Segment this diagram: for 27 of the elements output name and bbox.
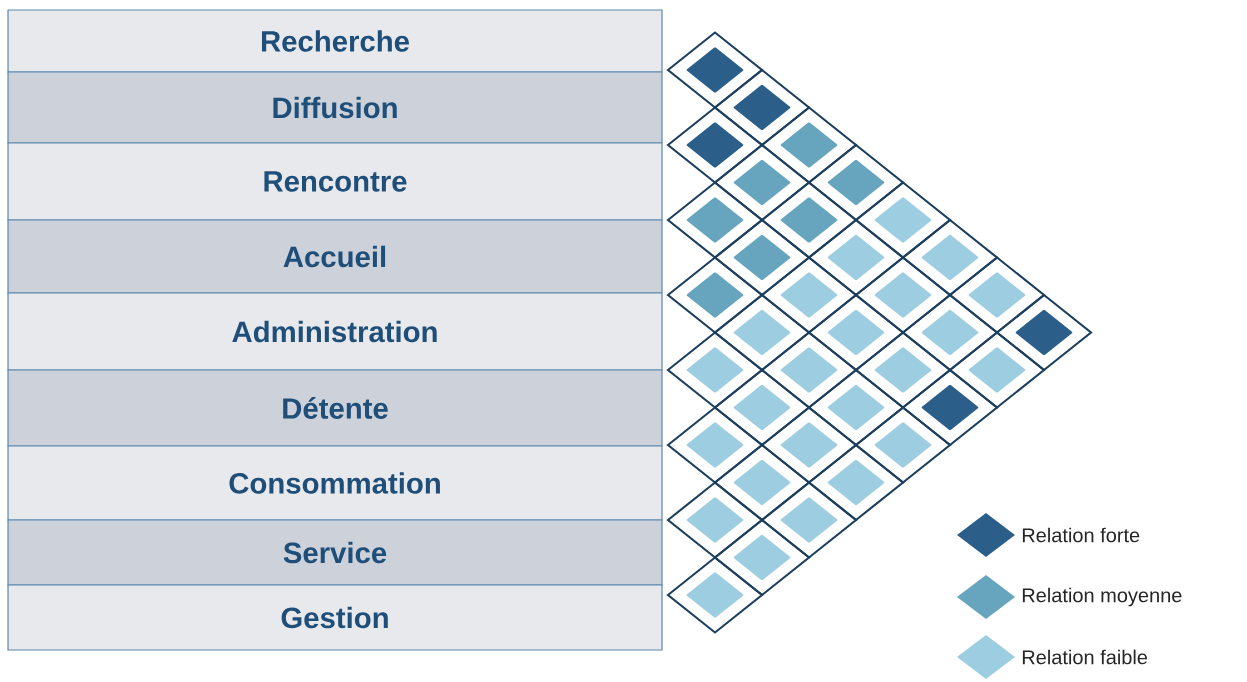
diamond-cell [901,368,999,447]
diamond-cell [666,406,764,484]
row-label-box: Administration [7,292,663,371]
row-label-box: Détente [7,369,663,447]
diamond-cell [666,106,764,184]
row-label-box: Consommation [7,445,663,521]
row-label-box: Recherche [7,9,663,73]
row-label-box: Gestion [7,584,663,651]
row-label-box: Service [7,519,663,586]
diamond-cell [854,406,952,484]
legend-label: Relation forte [1022,527,1140,543]
diamond-cell [948,331,1046,409]
diamond-cell [666,181,764,259]
diamond-cell [666,31,764,109]
legend-label: Relation moyenne [1022,587,1182,607]
diamond-cell [666,481,764,559]
row-label-box: Accueil [7,219,663,294]
diamond-cell [760,481,858,559]
diamond-cell [995,293,1093,372]
diamond-cell [713,518,811,597]
diamond-cell [807,443,905,522]
diamond-cell [666,331,764,409]
row-label-box: Diffusion [7,71,663,144]
diamond-cell [666,556,764,634]
diamond-cell [666,256,764,334]
legend-label: Relation faible [1022,649,1148,665]
row-label-box: Rencontre [7,142,663,221]
